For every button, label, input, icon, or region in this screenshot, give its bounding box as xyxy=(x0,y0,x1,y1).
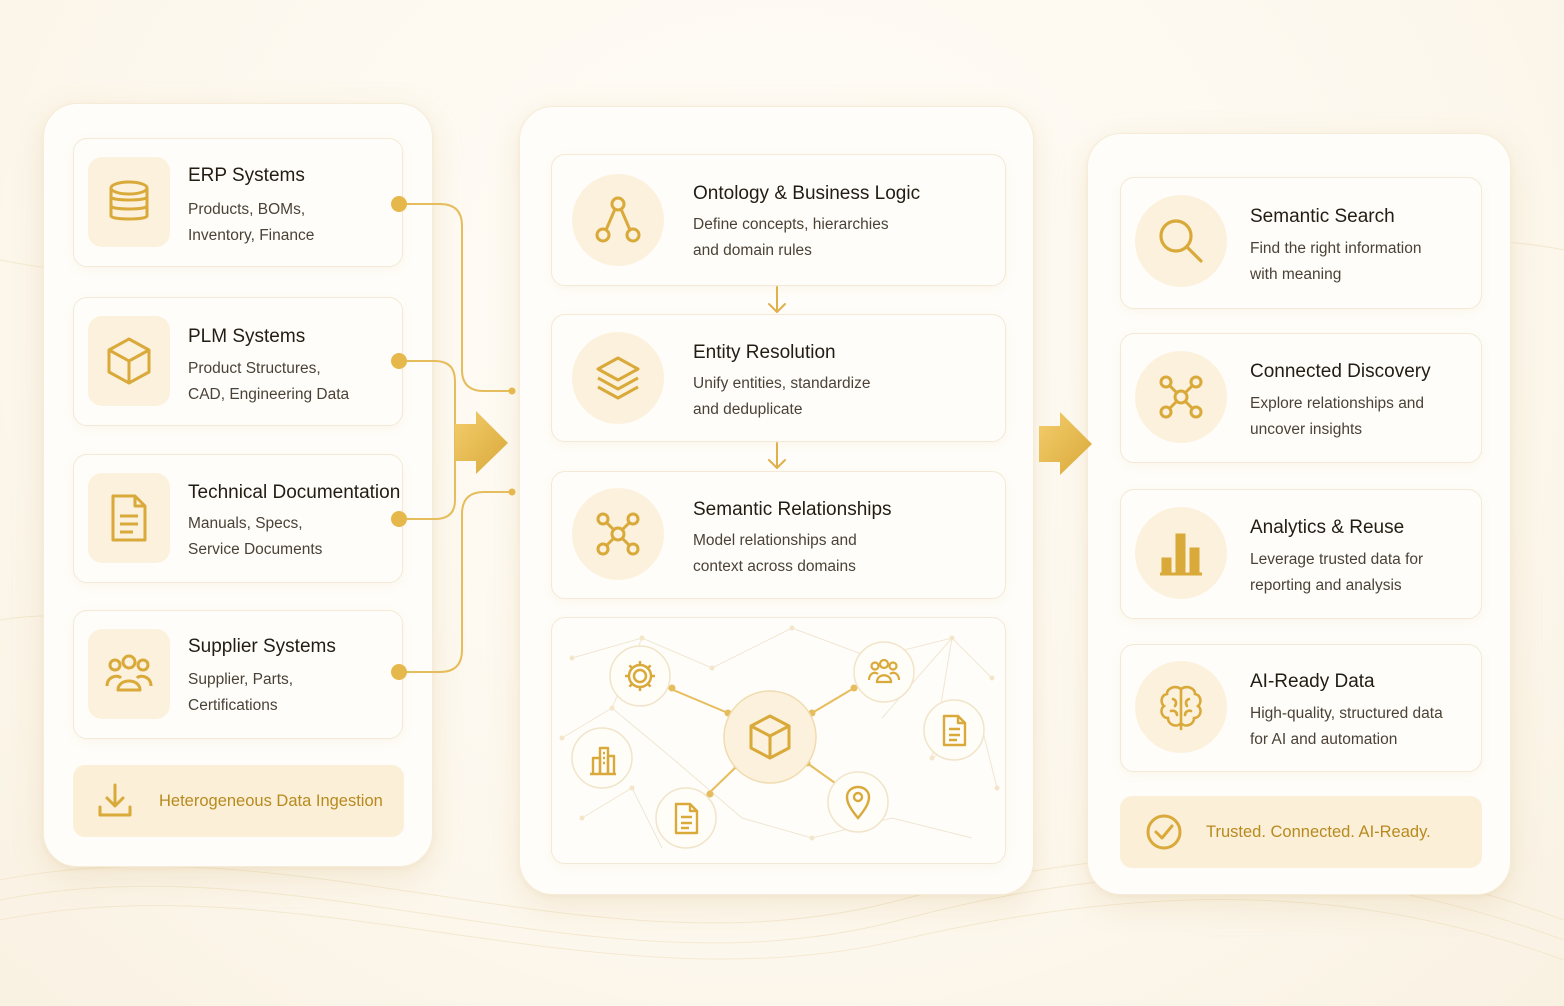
desc-line: and domain rules xyxy=(693,242,812,259)
source-icon-bg xyxy=(88,473,170,563)
source-card-plm[interactable]: PLM Systems Product Structures, CAD, Eng… xyxy=(73,297,403,426)
outcome-icon-bg xyxy=(1135,661,1227,753)
process-icon-bg xyxy=(572,332,664,424)
desc-line: and deduplicate xyxy=(693,401,803,418)
outcome-description: High-quality, structured data for AI and… xyxy=(1250,701,1443,753)
desc-line: Define concepts, hierarchies xyxy=(693,216,889,233)
source-title: Technical Documentation xyxy=(188,482,401,503)
knowledge-graph-card xyxy=(551,617,1006,864)
source-icon-bg xyxy=(88,316,170,406)
location-pin-icon xyxy=(845,785,871,820)
desc-line: High-quality, structured data xyxy=(1250,705,1443,722)
desc-line: reporting and analysis xyxy=(1250,577,1402,594)
process-card-semantic-relationships[interactable]: Semantic Relationships Model relationshi… xyxy=(551,471,1006,599)
source-title: Supplier Systems xyxy=(188,636,336,657)
outcome-card-connected-discovery[interactable]: Connected Discovery Explore relationship… xyxy=(1120,333,1482,463)
ingestion-footer: Heterogeneous Data Ingestion xyxy=(73,765,404,837)
desc-line: Product Structures, xyxy=(188,360,321,377)
desc-line: Leverage trusted data for xyxy=(1250,551,1424,568)
outcome-card-analytics[interactable]: Analytics & Reuse Leverage trusted data … xyxy=(1120,489,1482,619)
process-description: Define concepts, hierarchies and domain … xyxy=(693,212,889,264)
process-title: Entity Resolution xyxy=(693,342,836,363)
check-circle-icon xyxy=(1146,814,1182,850)
source-icon-bg xyxy=(88,157,170,247)
cube-icon xyxy=(107,337,151,385)
process-title: Ontology & Business Logic xyxy=(693,183,921,204)
process-description: Unify entities, standardize and deduplic… xyxy=(693,371,870,423)
outcome-icon-bg xyxy=(1135,195,1227,287)
gear-icon xyxy=(625,661,655,691)
desc-line: CAD, Engineering Data xyxy=(188,386,350,403)
download-icon xyxy=(98,783,132,817)
desc-line: with meaning xyxy=(1250,266,1342,283)
desc-line: Certifications xyxy=(188,697,278,714)
desc-line: Service Documents xyxy=(188,541,323,558)
outcome-title: Connected Discovery xyxy=(1250,361,1431,382)
outcome-title: AI-Ready Data xyxy=(1250,671,1375,692)
bar-chart-icon xyxy=(1160,533,1202,576)
users-icon xyxy=(867,658,901,684)
outcome-card-ai-ready[interactable]: AI-Ready Data High-quality, structured d… xyxy=(1120,644,1482,772)
semantic-layer-panel: Ontology & Business Logic Define concept… xyxy=(519,106,1034,895)
desc-line: Unify entities, standardize xyxy=(693,375,871,392)
process-card-entity-resolution[interactable]: Entity Resolution Unify entities, standa… xyxy=(551,314,1006,442)
desc-line: Manuals, Specs, xyxy=(188,515,303,532)
outcome-icon-bg xyxy=(1135,351,1227,443)
building-icon xyxy=(590,746,616,776)
network-icon xyxy=(1159,375,1203,419)
desc-line: Model relationships and xyxy=(693,532,857,549)
layers-icon xyxy=(596,356,640,400)
desc-line: uncover insights xyxy=(1250,421,1363,438)
outcome-icon-bg xyxy=(1135,507,1227,599)
source-card-techdocs[interactable]: Technical Documentation Manuals, Specs, … xyxy=(73,454,403,583)
document-icon xyxy=(942,714,967,747)
users-icon xyxy=(105,654,153,692)
desc-line: Inventory, Finance xyxy=(188,227,315,244)
outcome-card-semantic-search[interactable]: Semantic Search Find the right informati… xyxy=(1120,177,1482,309)
source-description: Supplier, Parts, Certifications xyxy=(188,667,293,719)
network-icon xyxy=(596,512,640,556)
desc-line: Find the right information xyxy=(1250,240,1422,257)
source-description: Product Structures, CAD, Engineering Dat… xyxy=(188,356,349,408)
outcome-title: Semantic Search xyxy=(1250,206,1395,227)
source-card-supplier[interactable]: Supplier Systems Supplier, Parts, Certif… xyxy=(73,610,403,739)
cube-icon xyxy=(749,714,791,760)
data-sources-panel: ERP Systems Products, BOMs, Inventory, F… xyxy=(43,103,433,867)
source-icon-bg xyxy=(88,629,170,719)
source-card-erp[interactable]: ERP Systems Products, BOMs, Inventory, F… xyxy=(73,138,403,267)
brain-icon xyxy=(1160,685,1202,731)
desc-line: Explore relationships and xyxy=(1250,395,1425,412)
source-title: ERP Systems xyxy=(188,165,305,186)
hierarchy-icon xyxy=(595,196,641,243)
outcome-title: Analytics & Reuse xyxy=(1250,517,1405,538)
outcomes-panel: Semantic Search Find the right informati… xyxy=(1087,133,1511,895)
outcome-footer-label: Trusted. Connected. AI-Ready. xyxy=(1206,822,1431,841)
process-icon-bg xyxy=(572,488,664,580)
knowledge-graph xyxy=(559,625,1000,849)
process-description: Model relationships and context across d… xyxy=(693,528,857,580)
process-title: Semantic Relationships xyxy=(693,499,892,520)
process-card-ontology[interactable]: Ontology & Business Logic Define concept… xyxy=(551,154,1006,286)
outcome-description: Explore relationships and uncover insigh… xyxy=(1250,391,1424,443)
source-title: PLM Systems xyxy=(188,326,306,347)
document-icon xyxy=(111,494,147,542)
outcome-description: Find the right information with meaning xyxy=(1250,236,1421,288)
process-icon-bg xyxy=(572,174,664,266)
database-icon xyxy=(109,180,149,221)
source-description: Manuals, Specs, Service Documents xyxy=(188,511,322,563)
search-icon xyxy=(1159,219,1203,263)
desc-line: for AI and automation xyxy=(1250,731,1398,748)
desc-line: context across domains xyxy=(693,558,856,575)
source-description: Products, BOMs, Inventory, Finance xyxy=(188,197,314,249)
outcome-description: Leverage trusted data for reporting and … xyxy=(1250,547,1423,599)
document-icon xyxy=(674,802,699,835)
outcome-footer: Trusted. Connected. AI-Ready. xyxy=(1120,796,1482,868)
ingestion-label: Heterogeneous Data Ingestion xyxy=(159,791,383,810)
desc-line: Supplier, Parts, xyxy=(188,671,294,688)
desc-line: Products, BOMs, xyxy=(188,201,306,218)
